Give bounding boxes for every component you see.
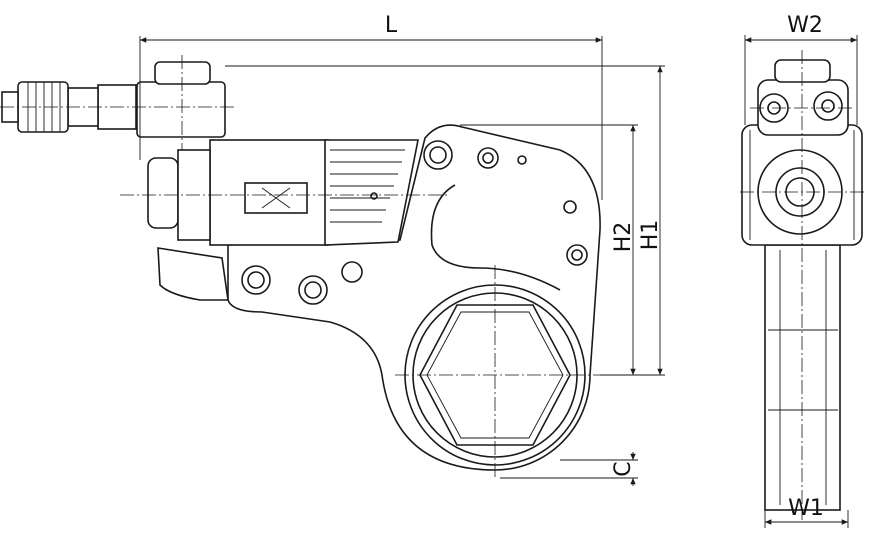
front-view [0,55,601,480]
dimension-H2: H2 [460,124,638,375]
dimension-L: L [139,13,603,200]
dimension-label-C: C [611,461,636,476]
dimension-W1: W1 [764,496,849,528]
side-plate [764,244,841,511]
cylinder-fins [324,139,419,246]
centerlines [0,55,600,480]
dimension-label-W2: W2 [787,13,823,38]
plate-cutout [430,184,561,291]
dimension-label-W1: W1 [788,496,824,521]
dimension-label-L: L [385,13,398,38]
side-centerlines [740,50,865,520]
end-cap [147,157,179,229]
side-port-right [813,91,843,121]
swivel-block [136,81,226,138]
reaction-arm [157,247,229,301]
dimension-H1: H1 [225,65,665,376]
side-cylinder-ribs [749,130,855,240]
nameplate [244,182,308,214]
dimension-C: C [500,452,638,486]
swivel-cap [154,61,211,85]
fin-lines [330,149,405,223]
dimension-label-H2: H2 [611,222,636,253]
side-view [740,50,865,520]
side-swivel-cap [774,59,831,83]
bolt-holes [241,140,588,305]
dimension-W2: W2 [744,13,858,125]
hydraulic-coupler [1,81,137,133]
nameplate-mark [261,187,291,209]
hex-socket [419,304,571,446]
dimension-label-H1: H1 [638,220,663,251]
side-plate-lines [768,250,838,505]
